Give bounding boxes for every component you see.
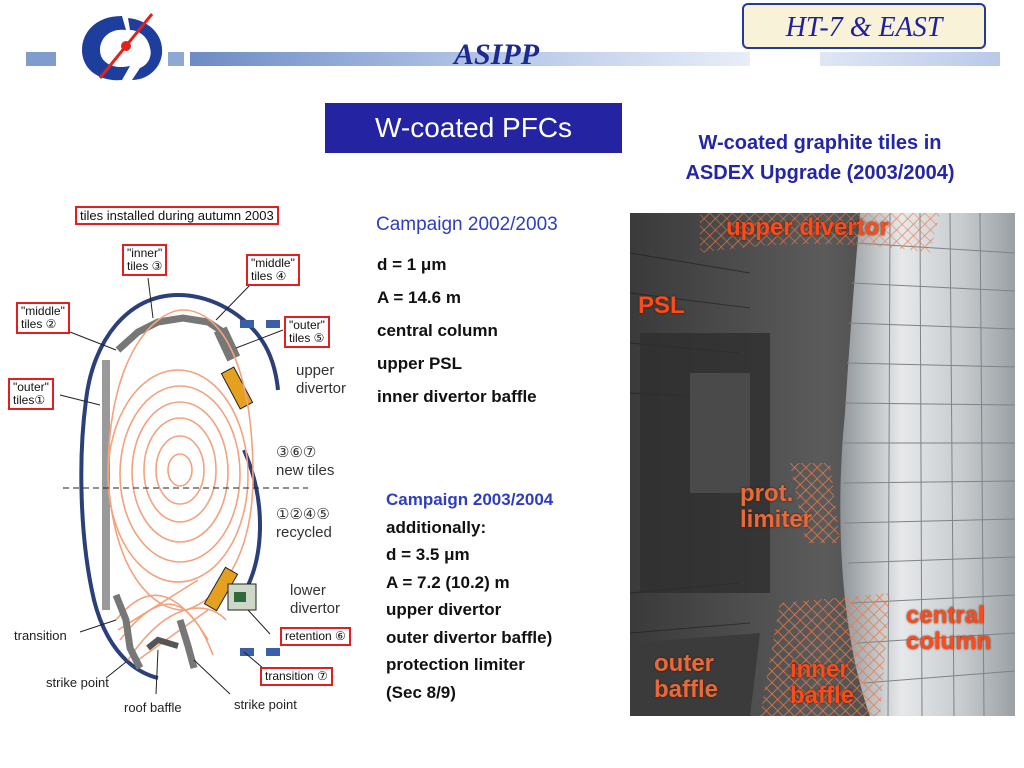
list-item: central column [377,321,498,340]
photo-heading-line2: ASDEX Upgrade (2003/2004) [685,162,955,184]
slide-title: W-coated PFCs [325,103,622,153]
list-item: (Sec 8/9) [386,682,456,702]
label-line: limiter [740,506,813,533]
list-item: inner divertor baffle [377,387,537,406]
photo-label-psl: PSL [638,292,685,319]
label-line: tiles① [13,393,46,407]
list-item: A = 14.6 m [377,288,461,307]
label-line: prot. [740,480,794,507]
label-line: divertor [290,600,341,617]
label-line: central [906,602,985,629]
label-lower-divertor: lower divertor [290,582,340,618]
label-new-tiles: ③⑥⑦ new tiles [276,444,334,480]
label-line: "outer" [289,318,325,332]
label-transition-7: transition ⑦ [260,667,333,686]
org-name: ASIPP [454,38,540,71]
header-deco-block-left [26,52,56,66]
label-line: "middle" [21,304,65,318]
photo-label-central-column: central column [906,603,991,655]
cross-section-figure: tiles installed during autumn 2003 "inne… [8,200,368,720]
header-gradient-bar [190,52,750,66]
label-line: ③⑥⑦ [276,444,317,461]
campaign-2002-list: d = 1 μm A = 14.6 m central column upper… [377,248,537,413]
label-line: column [906,628,992,655]
label-line: tiles ④ [251,269,287,283]
photo-drawing [630,213,1015,716]
list-item: A = 7.2 (10.2) m [386,572,510,592]
label-line: lower [290,582,326,599]
asipp-logo [70,8,175,88]
photo-label-outer-baffle: outer baffle [654,651,718,703]
label-outer-tiles-5: "outer" tiles ⑤ [284,316,330,348]
label-line: divertor [296,380,347,397]
campaign-2003-title: Campaign 2003/2004 [386,490,554,509]
label-line: outer [654,650,714,677]
campaign-2003-block: Campaign 2003/2004 additionally: d = 3.5… [386,486,553,706]
header-deco-block-2 [168,52,184,66]
label-retention-6: retention ⑥ [280,627,351,646]
photo-heading: W-coated graphite tiles in ASDEX Upgrade… [640,128,1000,188]
device-badge: HT-7 & EAST [742,3,986,49]
label-line: "inner" [127,246,163,260]
list-item: upper PSL [377,354,463,373]
label-middle-tiles-2: "middle" tiles ② [16,302,70,334]
slide-header: ASIPP HT-7 & EAST [0,0,1024,90]
photo-label-prot-limiter: prot. limiter [740,481,812,533]
label-line: upper [296,362,335,379]
label-line: tiles ② [21,317,57,331]
campaign-2002-title: Campaign 2002/2003 [376,214,558,235]
label-recycled: ①②④⑤ recycled [276,506,332,542]
cross-section-drawing [59,277,308,695]
label-line: ①②④⑤ [276,506,330,523]
label-strike-point-right: strike point [234,697,297,712]
label-line: "middle" [251,256,295,270]
label-line: recycled [276,524,332,541]
label-transition: transition [14,628,67,643]
label-line: new tiles [276,462,335,479]
photo-heading-line1: W-coated graphite tiles in [698,132,942,154]
label-outer-tiles-1: "outer" tiles① [8,378,54,410]
list-item: additionally: [386,517,487,537]
list-item: protection limiter [386,655,525,674]
label-line: baffle [790,682,855,709]
list-item: d = 3.5 μm [386,545,470,564]
asdex-interior-photo: upper divertor PSL prot. limiter central… [630,213,1015,716]
label-middle-tiles-4: "middle" tiles ④ [246,254,300,286]
label-line: tiles ⑤ [289,331,325,345]
label-strike-point-left: strike point [46,675,109,690]
label-line: baffle [654,676,719,703]
label-inner-tiles-3: "inner" tiles ③ [122,244,168,276]
label-line: "outer" [13,380,49,394]
header-gradient-bar-right [820,52,1000,66]
photo-label-inner-baffle: inner baffle [790,657,854,709]
label-upper-divertor: upper divertor [296,362,346,398]
label-roof-baffle: roof baffle [124,700,182,715]
label-line: tiles ③ [127,259,163,273]
list-item: upper divertor [386,600,502,619]
list-item: d = 1 μm [377,255,447,274]
photo-label-upper-divertor: upper divertor [726,214,889,241]
figure-caption: tiles installed during autumn 2003 [75,206,279,225]
list-item: outer divertor baffle) [386,627,553,647]
label-line: inner [790,656,849,683]
